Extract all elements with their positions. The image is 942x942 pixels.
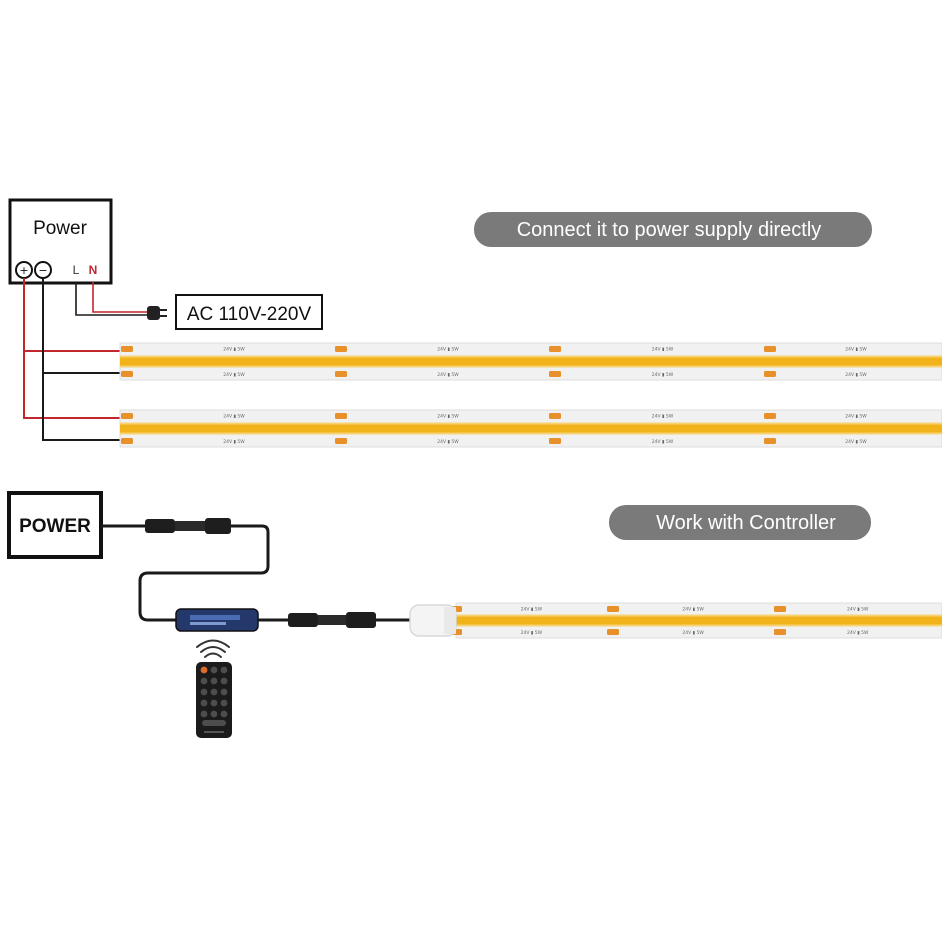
bottom-power-supply: POWER xyxy=(7,491,103,559)
copper-pad xyxy=(549,413,561,419)
strip-marking: 24V ▮ 5W xyxy=(845,414,867,420)
strip-marking: 24V ▮ 5W xyxy=(652,414,674,420)
strip-marking: 24V ▮ 5W xyxy=(223,439,245,445)
ac-voltage-box: AC 110V-220V xyxy=(175,294,323,330)
strip-marking: 24V ▮ 5W xyxy=(682,607,704,613)
copper-pad xyxy=(335,413,347,419)
remote-button xyxy=(210,699,218,707)
remote-button xyxy=(220,677,228,685)
remote-control xyxy=(196,639,232,738)
remote-button xyxy=(210,666,218,674)
ac-voltage-label: AC 110V-220V xyxy=(187,304,312,325)
led-strip-1: 24V ▮ 5W 24V ▮ 5W 24V ▮ 5W 24V ▮ 5W 24V ▮ 5W… xyxy=(119,342,942,381)
strip-marking: 24V ▮ 5W xyxy=(652,439,674,445)
top-caption-pill: Connect it to power supply directly xyxy=(474,212,872,247)
strip-marking: 24V ▮ 5W xyxy=(521,607,543,613)
remote-button xyxy=(210,688,218,696)
strip-marking: 24V ▮ 5W xyxy=(521,630,543,636)
strip-marking: 24V ▮ 5W xyxy=(223,414,245,420)
copper-pad xyxy=(764,438,776,444)
bottom-power-label: POWER xyxy=(19,516,91,537)
remote-button xyxy=(200,677,208,685)
remote-button xyxy=(200,688,208,696)
copper-pad xyxy=(121,371,133,377)
terminal-n-label: N xyxy=(89,263,98,277)
remote-button xyxy=(200,699,208,707)
strip-marking: 24V ▮ 5W xyxy=(437,439,459,445)
strip-marking: 24V ▮ 5W xyxy=(847,630,869,636)
strip-marking: 24V ▮ 5W xyxy=(652,372,674,378)
strip-marking: 24V ▮ 5W xyxy=(847,607,869,613)
terminal-l-label: L xyxy=(73,263,80,277)
strip-marking: 24V ▮ 5W xyxy=(652,347,674,353)
bottom-caption: Work with Controller xyxy=(656,512,836,534)
strip-marking: 24V ▮ 5W xyxy=(682,630,704,636)
copper-pad xyxy=(335,346,347,352)
led-strips: 24V ▮ 5W 24V ▮ 5W 24V ▮ 5W 24V ▮ 5W 24V ▮ 5W… xyxy=(119,342,942,639)
top-power-label: Power xyxy=(33,218,88,239)
copper-pad xyxy=(607,606,619,612)
strip-marking: 24V ▮ 5W xyxy=(223,372,245,378)
copper-pad xyxy=(549,438,561,444)
copper-pad xyxy=(335,438,347,444)
led-strip-2: 24V ▮ 5W 24V ▮ 5W 24V ▮ 5W 24V ▮ 5W 24V ▮ 5W… xyxy=(119,409,942,448)
strip-marking: 24V ▮ 5W xyxy=(845,347,867,353)
strip-marking: 24V ▮ 5W xyxy=(437,347,459,353)
copper-pad xyxy=(335,371,347,377)
remote-button xyxy=(210,677,218,685)
remote-button xyxy=(200,710,208,718)
terminal-plus-label: + xyxy=(19,264,28,277)
copper-pad xyxy=(121,413,133,419)
copper-pad xyxy=(764,346,776,352)
copper-pad xyxy=(121,346,133,352)
controller-module xyxy=(175,608,410,632)
led-strip-3: 24V ▮ 5W 24V ▮ 5W 24V ▮ 5W 24V ▮ 5W 24V ▮ 5W… xyxy=(450,602,942,639)
signal-wave-icon xyxy=(196,639,230,658)
strip-end-cap xyxy=(409,604,457,637)
copper-pad xyxy=(607,629,619,635)
plug-icon xyxy=(147,306,167,320)
bottom-caption-pill: Work with Controller xyxy=(609,505,871,540)
remote-button xyxy=(220,666,228,674)
copper-pad xyxy=(121,438,133,444)
copper-pad xyxy=(764,371,776,377)
remote-button xyxy=(210,710,218,718)
strip-marking: 24V ▮ 5W xyxy=(845,439,867,445)
terminal-minus-label: − xyxy=(38,264,47,277)
copper-pad xyxy=(764,413,776,419)
copper-pad xyxy=(774,606,786,612)
dc-wires xyxy=(23,278,120,441)
strip-marking: 24V ▮ 5W xyxy=(437,372,459,378)
mains-wires xyxy=(75,282,148,316)
strip-marking: 24V ▮ 5W xyxy=(437,414,459,420)
remote-button xyxy=(220,710,228,718)
copper-pad xyxy=(549,346,561,352)
remote-button xyxy=(220,688,228,696)
strip-marking: 24V ▮ 5W xyxy=(845,372,867,378)
remote-button xyxy=(200,666,208,674)
remote-button xyxy=(220,699,228,707)
top-caption: Connect it to power supply directly xyxy=(517,219,822,241)
copper-pad xyxy=(549,371,561,377)
copper-pad xyxy=(774,629,786,635)
power-cable xyxy=(101,518,270,622)
strip-marking: 24V ▮ 5W xyxy=(223,347,245,353)
top-power-supply: Power + − L N xyxy=(8,198,113,285)
remote-button xyxy=(202,720,226,726)
